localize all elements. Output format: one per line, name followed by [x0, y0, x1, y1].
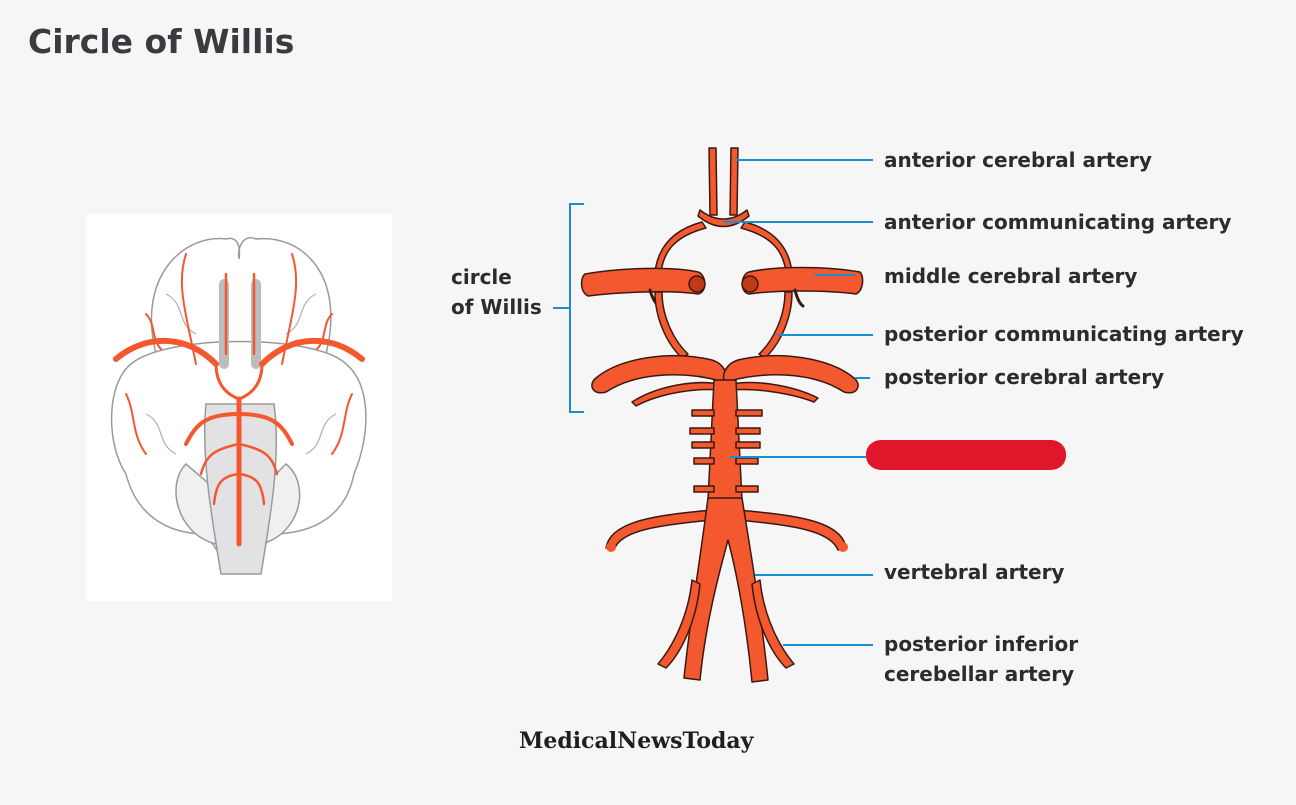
redaction-mark — [866, 440, 1066, 470]
brain-illustration — [86, 214, 392, 601]
label-middle-cerebral-artery: middle cerebral artery — [884, 264, 1138, 288]
brand-logo: MedicalNewsToday — [519, 728, 754, 754]
label-anterior-cerebral-artery: anterior cerebral artery — [884, 148, 1152, 172]
artery-tree — [580, 147, 864, 683]
label-circle-of-willis: circle of Willis — [451, 265, 542, 319]
label-vertebral-artery: vertebral artery — [884, 560, 1065, 584]
label-anterior-communicating-artery: anterior communicating artery — [884, 210, 1232, 234]
label-posterior-inferior-cerebellar-artery: posterior inferior cerebellar artery — [884, 632, 1079, 686]
brain-drawing — [110, 237, 367, 575]
leader-lines — [553, 159, 873, 646]
page-title: Circle of Willis — [28, 22, 295, 61]
label-posterior-communicating-artery: posterior communicating artery — [884, 322, 1244, 346]
label-posterior-cerebral-artery: posterior cerebral artery — [884, 365, 1165, 389]
